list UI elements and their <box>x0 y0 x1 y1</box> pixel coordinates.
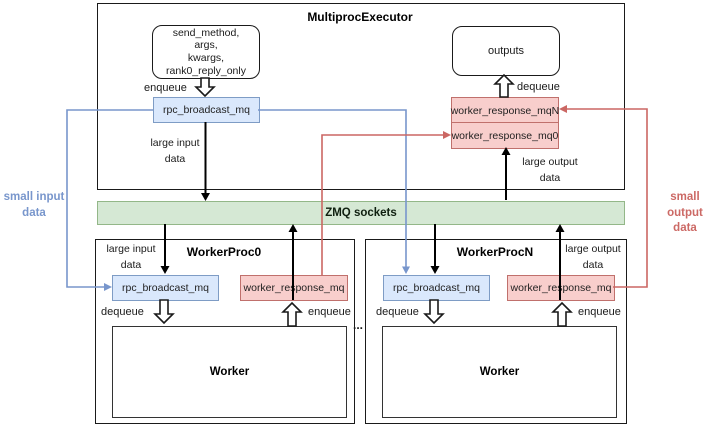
wpn-dequeue-label: dequeue <box>376 306 419 318</box>
wp0-enqueue-label: enqueue <box>308 306 351 318</box>
arrowhead-down-icon <box>201 193 210 201</box>
arrowhead-up-icon <box>555 224 565 232</box>
arrowhead-up-icon <box>288 224 298 232</box>
wp0-large-input-label: large input data <box>106 243 156 271</box>
wpn-enqueue-label: enqueue <box>578 306 621 318</box>
executor-enqueue-label: enqueue <box>144 82 187 94</box>
wp0-dequeue-label: dequeue <box>101 306 144 318</box>
wp0-worker-box: Worker <box>112 326 347 418</box>
wp0-rpc-broadcast-mq: rpc_broadcast_mq <box>112 275 219 301</box>
wpn-rpc-broadcast-mq: rpc_broadcast_mq <box>383 275 490 301</box>
executor-dequeue-label: dequeue <box>517 81 560 93</box>
executor-large-input-label: large input data <box>150 137 200 165</box>
executor-rpc-broadcast-mq: rpc_broadcast_mq <box>153 97 260 123</box>
ellipsis-between-procs: ... <box>352 318 363 332</box>
small-output-data-note: small output data <box>667 191 703 235</box>
executor-large-output-label: large output data <box>522 156 578 184</box>
multiproc-executor-title: MultiprocExecutor <box>307 10 413 24</box>
wp0-worker-response-mq: worker_response_mq <box>240 275 348 301</box>
small-input-data-note: small input data <box>3 191 65 219</box>
zmq-sockets-bar: ZMQ sockets <box>97 201 625 225</box>
wpn-large-output-label: large output data <box>565 243 621 271</box>
wpn-worker-box: Worker <box>382 326 617 418</box>
send-method-args-box: send_method, args, kwargs, rank0_reply_o… <box>152 25 260 79</box>
outputs-box: outputs <box>452 26 560 76</box>
worker-proc-n-title: WorkerProcN <box>456 245 534 259</box>
executor-worker-response-mq0: worker_response_mq0 <box>451 122 559 149</box>
worker-proc-0-title: WorkerProc0 <box>186 245 262 259</box>
wpn-worker-response-mq: worker_response_mq <box>507 275 615 301</box>
executor-worker-response-mqN: worker_response_mqN <box>451 97 559 124</box>
